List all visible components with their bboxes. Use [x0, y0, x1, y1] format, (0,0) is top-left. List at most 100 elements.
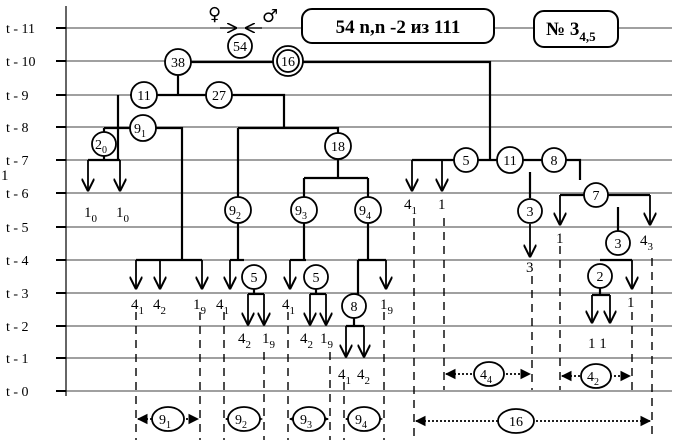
number-box-text: № 34,5 — [546, 19, 596, 44]
node-circle — [129, 114, 157, 142]
node-circle — [227, 33, 253, 59]
label-g4_c: 19 — [380, 297, 394, 317]
label-subscript: 0 — [92, 213, 98, 225]
node-label: 5 — [463, 154, 470, 169]
label-value: 4 — [131, 297, 139, 313]
number-box — [533, 10, 619, 48]
node-r3b: 3 — [605, 230, 631, 256]
stray-mark: 1 — [1, 168, 9, 184]
node-label: 18 — [331, 140, 345, 155]
node-n18: 18 — [324, 132, 352, 160]
node-label: 91 — [134, 122, 146, 140]
time-label: t - 2 — [6, 320, 29, 335]
bracket-subscript: 4 — [362, 420, 367, 431]
bracket-label: 93 — [300, 413, 312, 431]
label-subscript: 9 — [201, 305, 207, 317]
node-value: 9 — [359, 204, 366, 219]
node-label: 11 — [503, 154, 516, 169]
label-r_1c: 1 — [627, 295, 635, 311]
node-value: 3 — [527, 205, 534, 220]
label-value: 1 1 — [588, 336, 607, 352]
label-value: 4 — [216, 297, 224, 313]
label-value: 1 — [320, 331, 328, 347]
label-l10b: 10 — [116, 205, 130, 225]
label-subscript: 2 — [365, 375, 371, 387]
node-r2: 2 — [587, 263, 613, 289]
node-value: 8 — [351, 300, 358, 315]
node-label: 20 — [95, 138, 107, 156]
node-value: 9 — [229, 204, 236, 219]
node-label: 7 — [593, 189, 600, 204]
bracket-value: 4 — [480, 368, 487, 383]
label-value: 1 — [193, 297, 201, 313]
bracket-subscript: 1 — [166, 420, 171, 431]
title-box — [301, 8, 495, 44]
node-value: 18 — [331, 140, 345, 155]
node-value: 3 — [615, 237, 622, 252]
node-label: 27 — [212, 89, 226, 104]
label-l10a: 10 — [84, 205, 98, 225]
label-value: 4 — [640, 233, 648, 249]
node-n16: 16 — [272, 45, 304, 77]
bracket-label: 16 — [509, 415, 523, 430]
time-label: t - 11 — [6, 22, 35, 37]
node-label: 94 — [359, 204, 371, 222]
time-label: t - 9 — [6, 89, 29, 104]
node-circle — [341, 293, 367, 319]
tree-lines — [88, 60, 650, 328]
bracket-oval — [497, 408, 535, 434]
node-r8: 8 — [541, 147, 567, 173]
label-subscript: 2 — [161, 305, 167, 317]
node-n9c: 93 — [290, 196, 318, 224]
time-label: t - 7 — [6, 154, 29, 169]
label-subscript: 1 — [224, 305, 230, 317]
dashed-guides — [135, 218, 653, 440]
bracket-b1: 91 — [151, 406, 185, 432]
label-subscript: 1 — [139, 305, 145, 317]
label-subscript: 9 — [328, 339, 334, 351]
time-label: t - 8 — [6, 121, 29, 136]
time-label: t - 0 — [6, 385, 29, 400]
node-circle — [290, 196, 318, 224]
label-g2_a: 41 — [216, 297, 229, 317]
label-subscript: 2 — [308, 339, 314, 351]
time-label: t - 1 — [6, 352, 29, 367]
node-value: 9 — [295, 204, 302, 219]
bracket-b2: 92 — [227, 406, 261, 432]
label-g3_b: 42 — [300, 331, 313, 351]
node-value: 9 — [134, 122, 141, 137]
node-label: 3 — [527, 205, 534, 220]
time-label: t - 10 — [6, 55, 36, 70]
node-value: 38 — [171, 56, 185, 71]
bracket-oval — [227, 406, 261, 432]
bracket-oval — [473, 361, 505, 387]
node-label: 5 — [251, 271, 258, 286]
label-subscript: 1 — [346, 375, 352, 387]
node-label: 16 — [281, 55, 295, 70]
node-circle — [224, 196, 252, 224]
node-circle — [276, 49, 300, 73]
node-subscript: 0 — [102, 145, 107, 156]
label-g4_a: 41 — [338, 367, 351, 387]
node-label: 93 — [295, 204, 307, 222]
node-circle — [453, 147, 479, 173]
node-value: 54 — [233, 40, 247, 55]
node-value: 11 — [137, 89, 150, 104]
bracket-label: 42 — [587, 370, 599, 388]
node-r5: 5 — [453, 147, 479, 173]
bracket-label: 44 — [480, 368, 492, 386]
node-circle — [583, 182, 609, 208]
node-label: 11 — [137, 89, 150, 104]
node-circle — [324, 132, 352, 160]
label-subscript: 0 — [124, 213, 130, 225]
number-main: № 3 — [546, 19, 579, 40]
node-circle — [205, 81, 233, 109]
node-circle — [541, 147, 567, 173]
time-labels: t - 11t - 10t - 9t - 8t - 7t - 6t - 5t -… — [6, 22, 36, 400]
label-value: 4 — [300, 331, 308, 347]
bracket-subscript: 2 — [594, 377, 599, 388]
node-label: 5 — [313, 271, 320, 286]
node-label: 2 — [597, 270, 604, 285]
node-n5a: 5 — [241, 264, 267, 290]
